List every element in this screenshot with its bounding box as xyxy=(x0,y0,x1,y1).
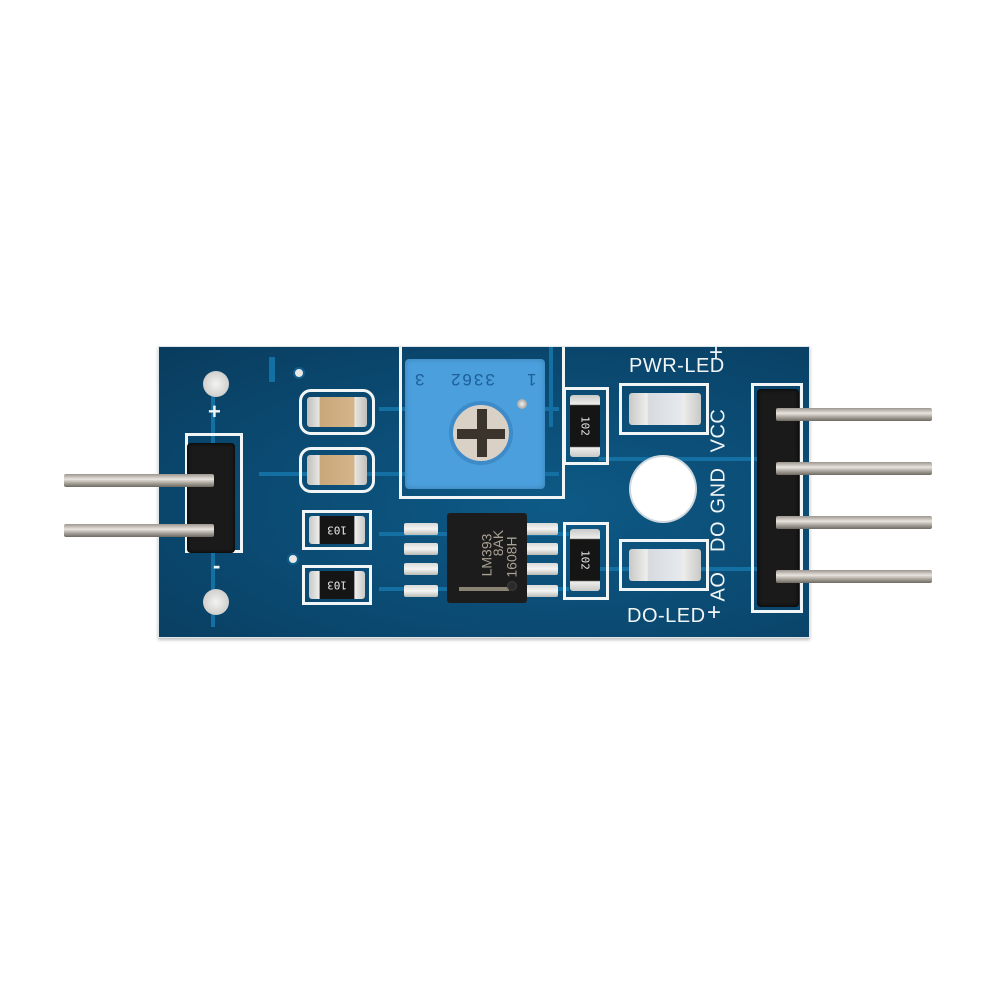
resistor-102-top: 102 xyxy=(570,395,600,457)
via xyxy=(287,553,299,565)
pin-vcc xyxy=(776,408,932,421)
resistor-103-top: 103 xyxy=(309,516,365,544)
resistor-outline xyxy=(563,522,609,600)
right-header-outline xyxy=(751,383,803,613)
ic-pin xyxy=(404,523,438,535)
led-outline xyxy=(619,383,709,435)
mounting-hole xyxy=(631,457,695,521)
resistor-marking: 102 xyxy=(578,550,592,570)
pot-model-marking: 3362 xyxy=(449,370,495,389)
capacitor-top xyxy=(307,397,367,427)
ao-plus-mark: + xyxy=(707,599,722,626)
led-outline xyxy=(619,539,709,591)
capacitor-outline xyxy=(299,389,375,435)
solder-pad-top xyxy=(203,371,229,397)
resistor-outline xyxy=(563,387,609,465)
ic-pin1-dot xyxy=(507,581,517,591)
ic-pin xyxy=(524,523,558,535)
minus-label: - xyxy=(213,553,221,578)
adjustment-screw[interactable] xyxy=(449,401,513,465)
capacitor-bottom xyxy=(307,455,367,485)
ic-pin xyxy=(524,563,558,575)
pcb-board: + - 103 103 3 3362 1 LM393 8AK 1608H xyxy=(158,339,810,638)
ic-pin xyxy=(404,585,438,597)
potentiometer[interactable]: 3 3362 1 xyxy=(405,359,545,489)
resistor-marking: 102 xyxy=(578,416,592,436)
resistor-103-bottom: 103 xyxy=(309,571,365,599)
pot-pin-mark-3: 3 xyxy=(415,370,425,389)
pot-marker-dot xyxy=(517,399,527,409)
do-led-label: DO-LED xyxy=(627,605,706,627)
ic-pin xyxy=(524,543,558,555)
cross-slot-icon xyxy=(457,429,505,439)
trace xyxy=(599,457,769,461)
pot-pin-mark-1: 1 xyxy=(527,370,537,389)
plus-label: + xyxy=(208,399,222,424)
ic-marking-bar xyxy=(459,587,509,591)
vcc-plus-mark: + xyxy=(709,339,724,366)
solder-pad-bottom xyxy=(203,589,229,615)
pin-gnd xyxy=(776,462,932,475)
ao-label: AO xyxy=(707,571,730,602)
left-pin-plus xyxy=(64,474,214,487)
resistor-marking: 103 xyxy=(327,578,347,592)
pin-ao xyxy=(776,570,932,583)
pwr-led xyxy=(629,393,701,425)
left-pin-minus xyxy=(64,524,214,537)
pin-label-column: VCC GND DO AO xyxy=(699,379,739,619)
ic-pin xyxy=(524,585,558,597)
trace xyxy=(269,357,275,382)
resistor-102-bottom: 102 xyxy=(570,529,600,591)
resistor-outline xyxy=(302,565,372,605)
capacitor-outline xyxy=(299,447,375,493)
pwr-led-label: PWR-LED xyxy=(629,355,725,377)
ic-date-code: 1608H xyxy=(503,536,520,578)
lm393-ic: LM393 8AK 1608H xyxy=(447,513,527,603)
do-led xyxy=(629,549,701,581)
pin-do xyxy=(776,516,932,529)
resistor-outline xyxy=(302,510,372,550)
ic-pin xyxy=(404,563,438,575)
trace xyxy=(549,347,553,427)
resistor-marking: 103 xyxy=(327,523,347,537)
ic-pin xyxy=(404,543,438,555)
via xyxy=(293,367,305,379)
